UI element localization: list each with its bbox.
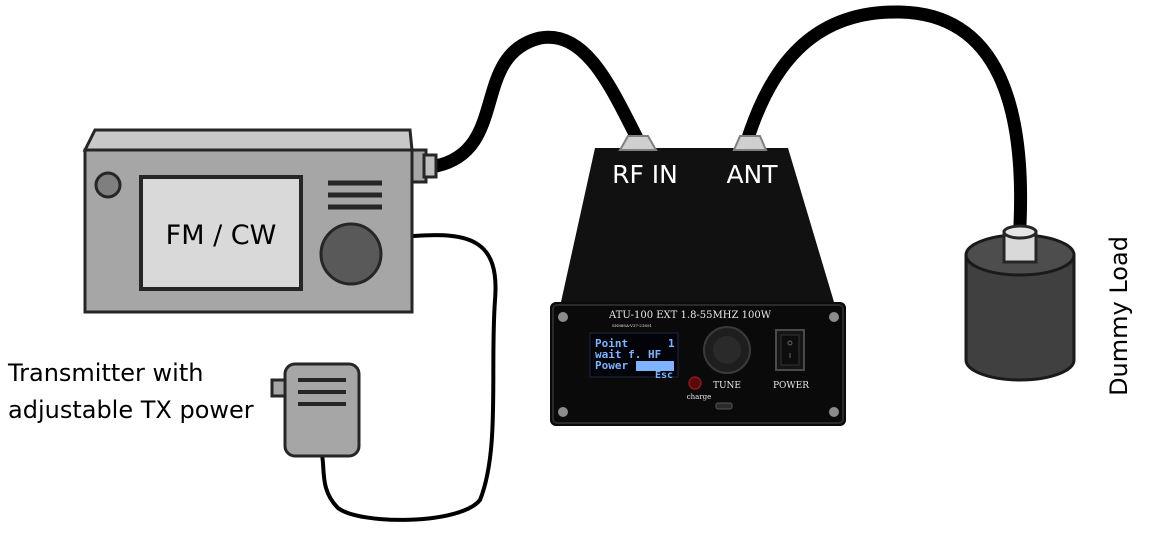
antenna-tuner: RF IN ANT ATU-100 EXT 1.8-55MHZ 100W SN8… — [550, 136, 846, 426]
transmitter-label-line2: adjustable TX power — [8, 396, 254, 424]
transmitter-label-line1: Transmitter with — [7, 359, 203, 387]
power-label: POWER — [773, 381, 809, 391]
ant-label: ANT — [726, 160, 778, 189]
screw-icon — [829, 312, 839, 322]
power-switch-rocker — [781, 335, 799, 365]
radio-led-icon — [96, 173, 120, 197]
antenna-connector-tip — [424, 155, 436, 177]
dummy-load-connector-top — [1004, 226, 1036, 238]
dummy-load-label: Dummy Load — [1105, 236, 1133, 396]
tuner-serial-label: SN88SA-V37-21891 — [612, 323, 652, 328]
tune-label: TUNE — [713, 381, 741, 391]
ant-connector — [734, 136, 766, 150]
usb-port-icon — [716, 403, 732, 409]
power-supply — [272, 364, 359, 456]
power-supply-body — [285, 364, 359, 456]
radio-mode-label: FM / CW — [166, 220, 277, 251]
charge-led-icon — [689, 377, 701, 389]
tuning-knob-icon — [321, 224, 381, 284]
oled-esc-label: Esc — [655, 370, 673, 381]
screw-icon — [558, 312, 568, 322]
dummy-load — [966, 226, 1074, 380]
radio-top-face — [85, 130, 412, 150]
radio-transceiver: FM / CW — [85, 130, 436, 312]
oled-point-value: 1 — [668, 337, 675, 350]
rf-in-label: RF IN — [612, 160, 678, 189]
screw-icon — [558, 407, 568, 417]
tune-knob-cap — [713, 336, 741, 364]
screw-icon — [829, 407, 839, 417]
oled-power-label: Power — [595, 359, 628, 372]
rf-in-connector — [620, 136, 656, 150]
tuner-upper-body — [561, 148, 834, 302]
tuner-model-label: ATU-100 EXT 1.8-55MHZ 100W — [608, 310, 772, 321]
radio-to-rf-in-cable — [436, 37, 637, 166]
charge-label: charge — [687, 393, 712, 401]
